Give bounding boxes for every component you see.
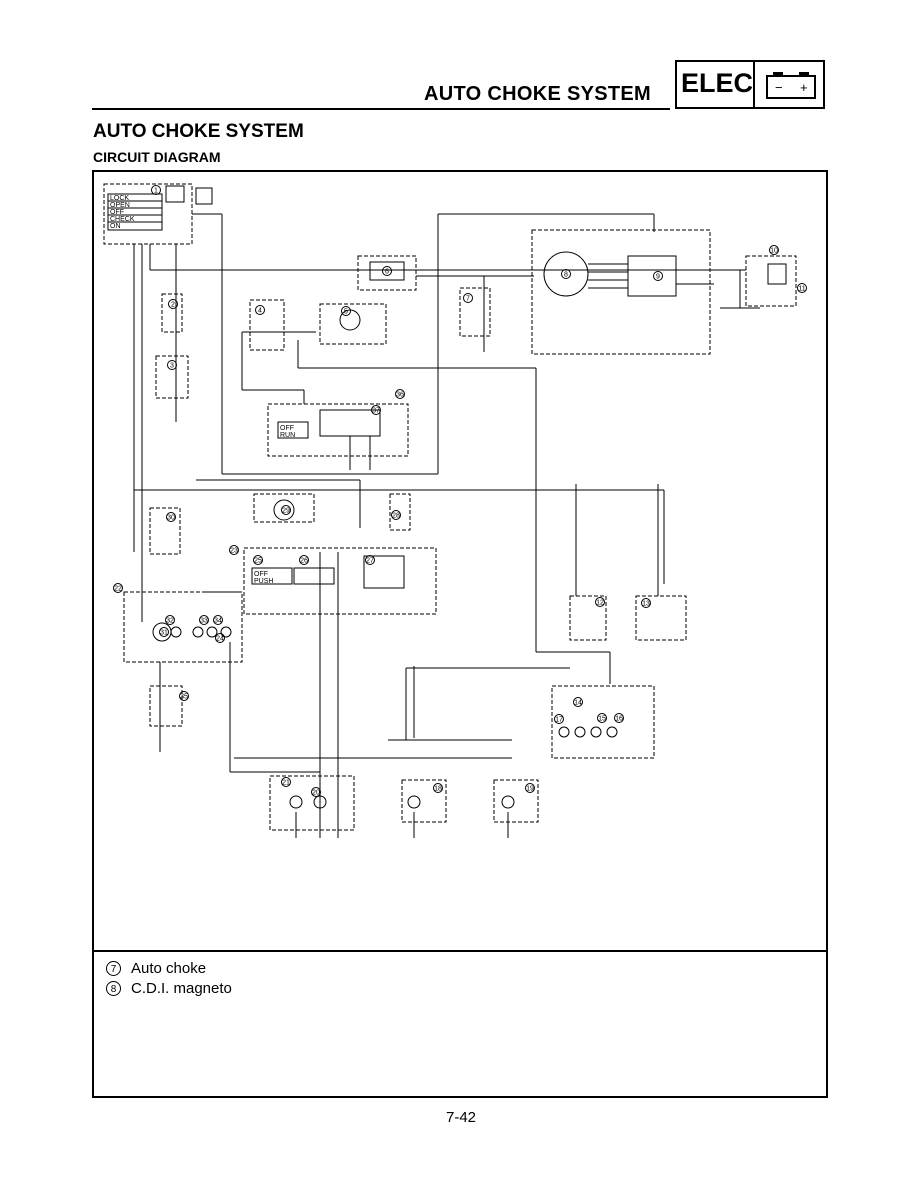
diagram-frame [92, 170, 828, 1098]
section-title: AUTO CHOKE SYSTEM [93, 121, 304, 142]
start-switch-off: OFF [254, 571, 268, 578]
component-label: 22 [114, 586, 122, 593]
component-label: 31 [160, 630, 168, 637]
circuit-diagram: LOCK OPEN OFF CHECK ON OFF RUN OFF PUSH … [103, 183, 807, 838]
elec-divider [753, 62, 755, 107]
switch-pos-on: ON [110, 223, 121, 230]
component-label: 1 [154, 188, 158, 195]
component-label: 27 [366, 558, 374, 565]
legend-divider [94, 950, 826, 952]
component-label: 36 [396, 392, 404, 399]
legend-item: 8 C.D.I. magneto [106, 978, 232, 998]
component-label: 19 [526, 786, 534, 793]
elec-badge: ELEC − + [675, 60, 825, 109]
component-label: 11 [798, 286, 805, 293]
component-label: 23 [230, 548, 238, 555]
component-label: 9 [656, 274, 660, 281]
legend-label: C.D.I. magneto [131, 979, 232, 997]
legend: 7 Auto choke 8 C.D.I. magneto [106, 958, 232, 998]
component-label: 16 [615, 716, 623, 723]
switch-pos-off: OFF [110, 209, 124, 216]
component-label: 20 [312, 790, 320, 797]
elec-label: ELEC [681, 68, 754, 98]
page-number: 7-42 [446, 1109, 477, 1126]
battery-icon: − + [766, 72, 816, 99]
component-label: 34 [214, 618, 222, 625]
component-label: 6 [385, 269, 389, 276]
header-rule [92, 108, 670, 110]
component-label: 15 [598, 716, 606, 723]
component-label: 29 [282, 508, 290, 515]
component-label: 17 [555, 717, 563, 724]
component-label: 24 [216, 636, 224, 643]
component-label: 30 [167, 515, 175, 522]
component-label: 2 [171, 302, 175, 309]
battery-plus: + [800, 80, 808, 95]
component-label: 37 [372, 408, 380, 415]
component-label: 8 [564, 272, 568, 279]
component-label: 28 [392, 513, 400, 520]
component-label: 35 [180, 694, 188, 701]
legend-item: 7 Auto choke [106, 958, 232, 978]
component-label: 12 [596, 600, 604, 607]
component-label: 18 [434, 786, 442, 793]
component-label: 33 [200, 618, 208, 625]
component-label: 3 [170, 363, 174, 370]
engine-stop-run: RUN [280, 432, 295, 439]
legend-number: 8 [106, 980, 121, 996]
engine-stop-off: OFF [280, 425, 294, 432]
component-label: 21 [282, 780, 290, 787]
section-subtitle: CIRCUIT DIAGRAM [93, 149, 221, 165]
component-label: 14 [574, 700, 582, 707]
component-label: 5 [344, 309, 348, 316]
component-label: 32 [166, 618, 174, 625]
component-label: 10 [770, 248, 778, 255]
component-label: 4 [258, 308, 262, 315]
legend-number: 7 [106, 960, 121, 976]
switch-pos-open: OPEN [110, 202, 130, 209]
component-label: 25 [254, 558, 262, 565]
switch-pos-check: CHECK [110, 216, 135, 223]
start-switch-push: PUSH [254, 578, 273, 585]
component-label: 13 [642, 601, 650, 608]
component-label: 26 [300, 558, 308, 565]
switch-pos-lock: LOCK [110, 195, 129, 202]
component-label: 7 [466, 296, 470, 303]
header-title: AUTO CHOKE SYSTEM [424, 83, 651, 105]
battery-minus: − [775, 80, 783, 95]
legend-label: Auto choke [131, 959, 207, 977]
